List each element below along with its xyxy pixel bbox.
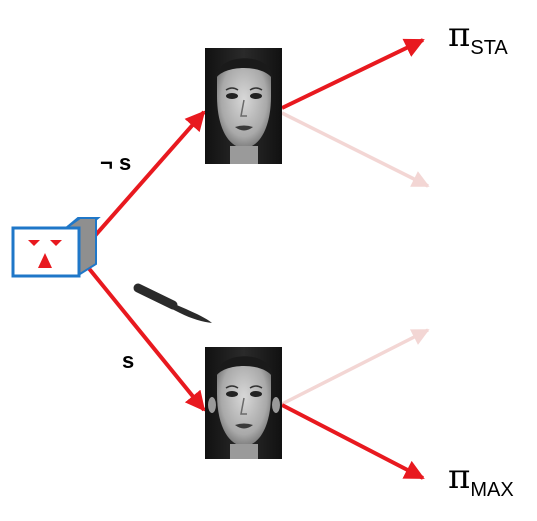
outcome-label-sta: πSTA	[448, 15, 508, 59]
edge-label-not-s: ¬ s	[100, 150, 131, 175]
arrow-s	[76, 253, 206, 412]
outcome-sta-subscript: STA	[470, 37, 508, 59]
arrow-not-s	[76, 110, 206, 257]
arrow-to-sta	[281, 38, 425, 110]
faded-arrow-bottom	[281, 328, 430, 406]
outcome-label-max: πMAX	[448, 457, 514, 501]
robot-box-icon	[11, 217, 101, 278]
edge-label-s: s	[122, 348, 134, 373]
arrow-to-max	[281, 403, 425, 480]
faded-arrow-top	[281, 111, 430, 188]
scalpel-icon	[133, 283, 212, 323]
face-bottom	[205, 347, 282, 459]
outcome-max-subscript: MAX	[470, 479, 513, 501]
outcome-max-symbol: π	[448, 457, 470, 497]
face-top	[205, 48, 282, 164]
outcome-sta-symbol: π	[448, 15, 470, 55]
